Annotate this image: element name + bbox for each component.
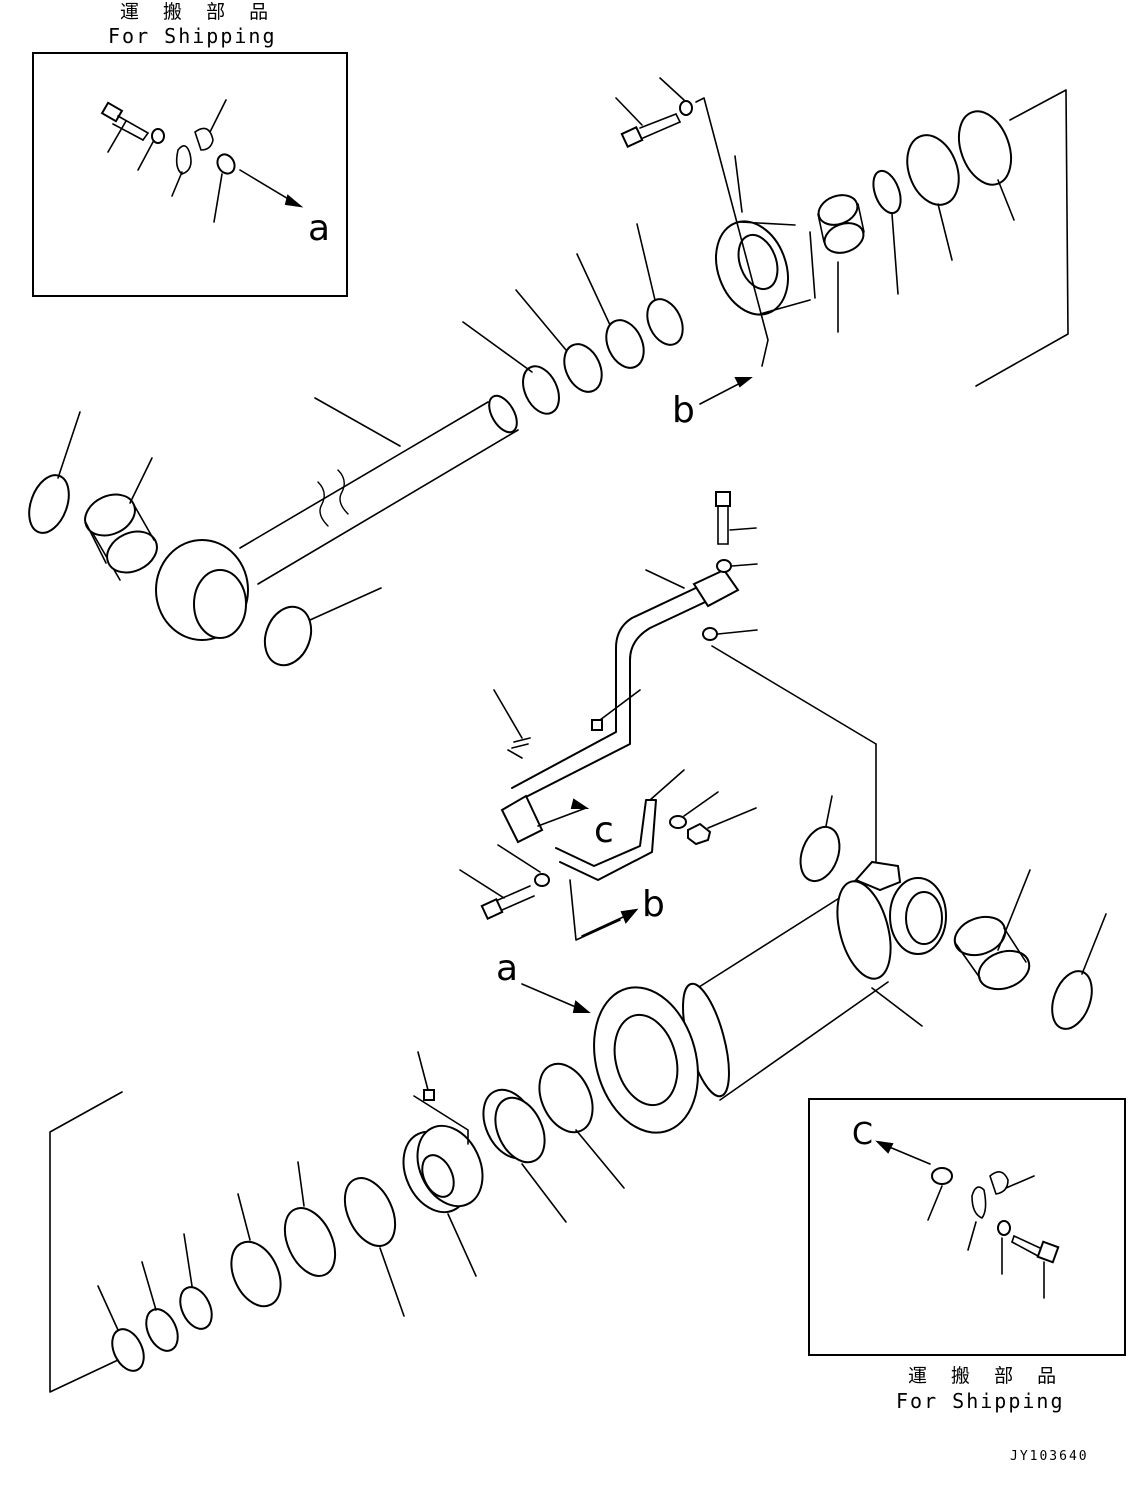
piston-seal-2 [283, 1207, 337, 1277]
shipping-label-top-jp: 運 搬 部 品 [120, 1, 277, 23]
tube-bushing [953, 915, 1031, 991]
cylinder-head-assembly: b [615, 77, 1069, 431]
shipping-label-top-en: For Shipping [108, 24, 277, 48]
head-bolt [615, 97, 681, 149]
seal-2 [563, 343, 603, 393]
inset-washer-top [151, 128, 165, 144]
dust-seal-left [28, 474, 70, 534]
cylinder-tube-assembly: a [496, 795, 1107, 1134]
seal-3 [605, 319, 645, 369]
vertical-bolt [715, 491, 757, 545]
rod-eye-seal [263, 605, 313, 667]
shipping-inset-top: 運 搬 部 品 For Shipping a [32, 1, 348, 297]
oring-small [702, 627, 718, 641]
inset-plug-bottom [931, 1167, 953, 1185]
bracket-bolt [459, 869, 535, 921]
inset-frame-top [32, 52, 348, 297]
inset-clamp-right-top [194, 127, 214, 151]
callout-b-head: b [672, 390, 695, 431]
vertical-washer [716, 559, 732, 573]
tube-end [836, 880, 892, 980]
leader-rod [314, 397, 401, 447]
piston-seal-5 [145, 1308, 179, 1352]
seal-4 [646, 298, 684, 346]
bracket-washer [669, 815, 687, 829]
clip-small [591, 719, 603, 731]
inset-bolt-bottom [1011, 1235, 1060, 1299]
bracket-nut [687, 822, 712, 846]
piston-seal-1 [343, 1177, 397, 1247]
seal-1 [522, 365, 560, 415]
set-screw [423, 1089, 435, 1101]
rod-bushing [84, 493, 158, 581]
piston [402, 1124, 484, 1214]
inset-washer-bottom [997, 1220, 1011, 1236]
bracket-bolt-washer [534, 873, 550, 887]
inset-clamp-right-bottom [989, 1171, 1009, 1195]
drawing-code: JY103640 [1010, 1449, 1089, 1464]
inset-clamp-left-top [175, 145, 192, 175]
callout-c-flange: c [594, 810, 614, 851]
piston-assembly [49, 1051, 625, 1393]
piston-ring [482, 1088, 546, 1164]
head-washer [679, 100, 693, 116]
callout-a-cylinder: a [496, 948, 518, 989]
tube-bracket-assembly: c b [459, 491, 877, 941]
pipe-fitting-top [692, 568, 740, 608]
inset-frame-bottom [808, 1098, 1126, 1356]
shipping-label-bottom-en: For Shipping [896, 1389, 1065, 1413]
shipping-inset-bottom: C 運 搬 部 品 For Shipping [808, 1098, 1126, 1413]
piston-seal-4 [179, 1286, 213, 1330]
u-bolt [507, 737, 531, 759]
callout-c-inset: C [852, 1117, 873, 1152]
piston-rod-assembly [28, 394, 519, 667]
callout-b-bracket: b [642, 884, 665, 925]
pipe [519, 595, 719, 801]
tube-seal-top [799, 825, 841, 883]
shipping-label-bottom-jp: 運 搬 部 品 [908, 1365, 1065, 1387]
head-snap-ring [872, 169, 902, 215]
head-oring [906, 134, 960, 206]
inset-orings-top [216, 153, 236, 175]
piston-seal-6 [111, 1328, 145, 1372]
flange-plate [500, 794, 544, 844]
inset-bolt-top [100, 101, 149, 153]
callout-a-inset: a [308, 208, 330, 249]
tube-port-block [854, 860, 902, 892]
head-collar [817, 194, 865, 254]
tube-seal-right [1051, 970, 1093, 1030]
piston-oring [538, 1062, 594, 1134]
rod-seals-row [462, 223, 684, 415]
piston-seal-3 [230, 1240, 282, 1308]
inset-clamp-left-bottom [971, 1186, 987, 1219]
head-backup-ring [957, 110, 1013, 186]
